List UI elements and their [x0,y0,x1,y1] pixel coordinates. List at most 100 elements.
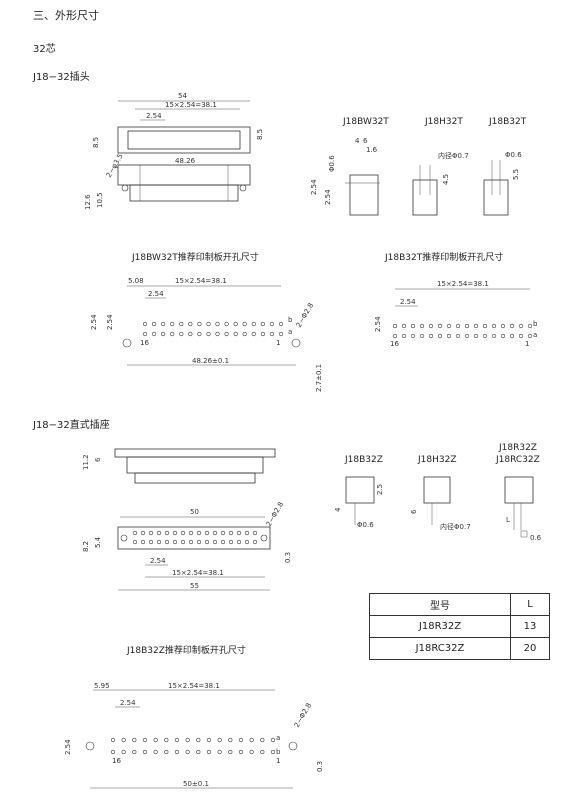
pin-hole [242,331,247,337]
pin-hole [260,737,265,743]
subtitle-32: 32芯 [33,44,56,55]
pcb-socket-row: 2.54 [64,739,72,755]
pin-hole [174,737,180,743]
pin-hole [197,321,202,327]
pin-hole [251,321,256,327]
pcb-socket-span: 15×2.54=38.1 [168,682,220,690]
socket-variant-h: J18H32Z [418,455,457,465]
pin-hole [251,331,256,337]
pin-hole [401,333,407,339]
socket-b-h: 4 [334,507,342,512]
table-cell: J18R32Z [368,615,512,638]
pin-hole [140,539,146,545]
pin-hole [206,737,212,743]
pin-hole [527,333,533,339]
socket-variant-r: J18R32Z [499,443,537,453]
table-header-l: L [510,593,550,616]
pin-hole [464,333,470,339]
variant-b: J18B32T [489,117,527,127]
pin-hole [491,333,497,339]
pin-hole [215,321,220,327]
pin-hole [236,539,242,545]
pin-hole [196,530,202,536]
b-len: 5.5 [512,169,520,180]
pin-hole [238,737,244,743]
dim-height-total: 12.6 [84,194,92,210]
bw-d1: 4 [355,137,360,145]
pcb-b-1: 1 [525,340,529,348]
pin-hole [269,331,275,337]
pcb-b-span: 15×2.54=38.1 [437,280,489,288]
pin-hole [196,539,202,545]
pin-hole [252,530,258,536]
pin-hole [455,323,461,329]
pin-hole [212,530,218,536]
pin-hole [500,323,506,329]
pin-hole [260,331,266,337]
table-header-row: 型号 L [368,593,550,616]
pin-hole [164,539,170,545]
dim-pitch: 2.54 [146,112,162,120]
pin-hole [170,331,175,337]
pin-hole [244,539,250,545]
socket-variant-b: J18B32Z [345,455,383,465]
pin-hole [215,331,220,337]
pin-hole [410,333,416,339]
pin-hole [249,737,254,743]
pcb-bw: 5.08 15×2.54=38.1 2.54 b a 16 1 2.54 2.5… [90,277,323,392]
variant-bw: J18BW32T [343,117,389,127]
pin-hole [410,323,416,329]
dim-height-b: 8.5 [256,129,264,140]
pin-hole [206,749,212,755]
pin-hole [228,749,233,755]
pin-hole [196,737,201,743]
table-row: J18R32Z 13 [368,615,550,638]
pin-hole [121,749,126,755]
pin-hole [170,321,175,327]
pin-hole [419,333,425,339]
pin-hole [270,749,276,755]
pin-hole [437,323,443,329]
dim-height-sub: 10.5 [96,192,104,208]
pcb-bw-pitch: 2.54 [148,290,164,298]
pin-hole [132,539,138,545]
pin-hole [156,530,162,536]
pin-hole [152,321,157,327]
pin-hole [491,323,497,329]
pin-hole [185,749,190,755]
pin-hole [188,539,194,545]
socket-depth-a: 8.2 [82,541,90,552]
pin-hole [153,749,158,755]
h-pin: 内径Φ0.7 [438,151,469,160]
pcb-bw-row-b-dim: 2.54 [106,314,114,330]
pin-hole [185,737,190,743]
table-row: J18RC32Z 20 [368,637,550,660]
pin-hole [132,749,137,755]
pin-hole [509,333,515,339]
pin-hole [455,333,461,339]
pcb-b-row-a: a [533,331,537,339]
pin-hole [142,321,148,327]
pin-hole [224,331,229,337]
table-cell: 13 [510,615,550,638]
bw-d3: 1.6 [366,146,378,154]
pcb-bw-span: 15×2.54=38.1 [175,277,227,285]
pin-hole [500,333,506,339]
pin-hole [446,333,452,339]
dim-span: 15×2.54=38.1 [165,101,217,109]
pin-hole [164,530,170,536]
pcb-socket-holes: 2−Φ2.8 [293,702,313,729]
pin-hole [278,331,284,337]
socket-variant-rc: J18RC32Z [496,455,540,465]
pin-hole [392,333,398,339]
pcb-b-16: 16 [390,340,399,348]
pin-hole [148,539,154,545]
pin-hole [206,321,211,327]
pcb-socket-16: 16 [112,757,121,765]
pcb-bw-height: 2.7±0.1 [315,364,323,392]
socket-views: 11.2 6 50 8.2 5.4 2−Φ2.8 0.3 2.54 15×2.5… [82,448,292,591]
pin-hole [204,539,210,545]
table-cell: J18RC32Z [368,637,512,660]
pcb-bw-row-b: b [288,316,293,324]
